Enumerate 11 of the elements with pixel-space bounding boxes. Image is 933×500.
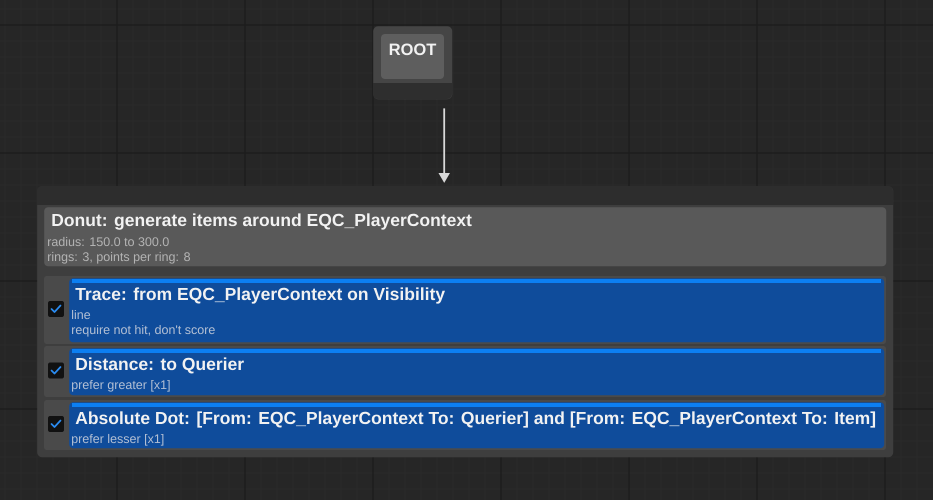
description-text: prefer greater [x1] (72, 380, 170, 392)
node-title: Trace: from EQC_PlayerContext on Visibility (75, 287, 445, 304)
description-text: radius: 150.0 to 300.0 (48, 236, 169, 246)
node-title: Distance: to Querier (76, 357, 244, 374)
description-text: prefer lesser [x1] (72, 434, 164, 446)
root-node: ROOT (373, 26, 452, 100)
node-title: Absolute Dot: [From: EQC_PlayerContext To: Querier] and [From: EQC_PlayerContext To: Item] (76, 411, 876, 428)
description-text: require not hit, don't score (72, 324, 215, 337)
description-text: line (72, 310, 90, 320)
node-title: Donut: generate items around EQC_PlayerContext (52, 213, 472, 230)
description-text: rings: 3, points per ring: 8 (48, 252, 190, 264)
